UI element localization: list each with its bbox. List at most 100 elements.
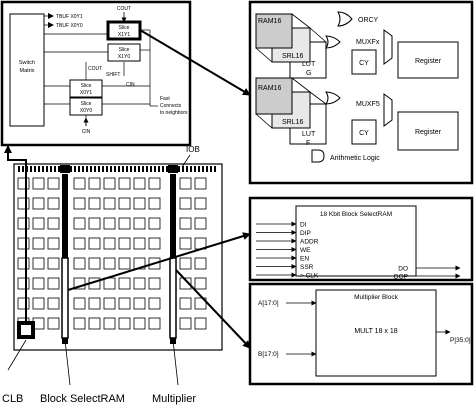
clb-cell xyxy=(32,297,45,310)
clb-cell xyxy=(47,297,60,310)
iob-tick xyxy=(206,166,208,172)
iob-tick xyxy=(210,166,212,172)
iob-tick xyxy=(54,166,56,172)
iob-tick xyxy=(70,166,72,172)
iob-tick xyxy=(98,166,100,172)
clb-cell xyxy=(32,197,45,210)
ram16-lower xyxy=(255,77,293,115)
clb-cell xyxy=(17,197,30,210)
tbuf-label-2: TBUF X0Y0 xyxy=(56,23,83,29)
clb-cell xyxy=(194,297,207,310)
register-lower xyxy=(397,111,459,151)
iob-tick xyxy=(106,166,108,172)
iob-tick xyxy=(130,166,132,172)
iob-tick xyxy=(78,166,80,172)
clb-cell xyxy=(88,217,101,230)
clb-cell xyxy=(47,257,60,270)
slice-x0y0 xyxy=(69,97,103,116)
clb-cell xyxy=(73,257,86,270)
clb-cell xyxy=(133,277,146,290)
cy-upper xyxy=(351,49,377,75)
shift-label: SHIFT xyxy=(106,72,120,78)
clb-cell xyxy=(118,317,131,330)
clb-cell xyxy=(118,177,131,190)
clb-cell xyxy=(47,317,60,330)
iob-tick xyxy=(154,166,156,172)
fast-connects-2: Connects xyxy=(160,103,182,109)
lut-g-label-1: LUT xyxy=(302,61,316,68)
block-selectram-label: Block SelectRAM xyxy=(40,393,125,405)
clb-cell xyxy=(194,317,207,330)
connector-arrows xyxy=(4,29,251,349)
bram-output-label: DO xyxy=(398,266,408,273)
iob-tick xyxy=(158,166,160,172)
clb-cell xyxy=(179,217,192,230)
bram-input-label: EN xyxy=(300,256,309,263)
slice-x1y1-label-2: X1Y1 xyxy=(118,32,130,38)
clb-cell xyxy=(73,297,86,310)
clb-cell xyxy=(73,197,86,210)
iob-tick xyxy=(74,166,76,172)
clb-cell xyxy=(148,197,161,210)
clb-highlight-inner xyxy=(21,325,31,335)
clb-cell xyxy=(73,237,86,250)
iob-pointer xyxy=(181,154,191,168)
iob-tick xyxy=(58,166,60,172)
clb-cell xyxy=(118,297,131,310)
clb-cell xyxy=(103,237,116,250)
iob-label: IOB xyxy=(186,145,200,154)
iob-tick xyxy=(102,166,104,172)
clb-cell xyxy=(88,317,101,330)
switch-matrix-label-2: Matrix xyxy=(20,68,35,74)
clb-cell xyxy=(194,217,207,230)
clb-cell xyxy=(32,257,45,270)
bram-highlight xyxy=(61,257,69,339)
tbuf-triangle-2 xyxy=(48,22,54,28)
clb-cell xyxy=(17,257,30,270)
iob-tick xyxy=(90,166,92,172)
iob-block xyxy=(60,165,70,173)
lut-f-label-1: LUT xyxy=(302,131,316,138)
clb-pointer xyxy=(7,339,27,371)
clb-cell xyxy=(148,277,161,290)
clb-cell xyxy=(103,317,116,330)
clb-cell xyxy=(17,217,30,230)
iob-tick xyxy=(134,166,136,172)
mult-input-b: B[17:0] xyxy=(258,351,279,358)
arrow-slice-to-detail xyxy=(139,29,251,96)
clb-cell xyxy=(133,297,146,310)
clb-cell xyxy=(148,177,161,190)
cout-label-top: COUT xyxy=(117,6,131,12)
clb-label: CLB xyxy=(2,393,23,405)
clb-cell xyxy=(148,317,161,330)
iob-tick xyxy=(34,166,36,172)
iob-tick xyxy=(214,166,216,172)
clb-cell xyxy=(148,217,161,230)
bram-input-label: WE xyxy=(300,247,311,254)
iob-tick xyxy=(186,166,188,172)
bram-input-label: ADDR xyxy=(300,239,319,246)
clb-cell xyxy=(118,217,131,230)
iob-tick xyxy=(182,166,184,172)
register-upper-label: Register xyxy=(415,58,442,65)
iob-tick xyxy=(18,166,20,172)
muxf5-label: MUXF5 xyxy=(356,101,380,108)
slice-x0y1 xyxy=(69,79,103,98)
iob-tick xyxy=(114,166,116,172)
mult-output: P[35:0] xyxy=(450,337,471,344)
clb-cell xyxy=(88,237,101,250)
register-upper xyxy=(397,41,459,79)
clb-cell xyxy=(73,177,86,190)
clb-cell xyxy=(118,257,131,270)
clb-cell xyxy=(47,277,60,290)
mult-input-a: A[17:0] xyxy=(258,300,279,307)
clb-cell xyxy=(103,257,116,270)
ram16-lower-label: RAM16 xyxy=(258,85,281,92)
clb-cell xyxy=(133,217,146,230)
clb-detail-panel: Switch Matrix COUT TBUF X0Y1 TBUF X0Y0 xyxy=(0,0,192,147)
clb-cell xyxy=(32,277,45,290)
clb-cell xyxy=(148,297,161,310)
iob-tick xyxy=(138,166,140,172)
iob-tick xyxy=(142,166,144,172)
